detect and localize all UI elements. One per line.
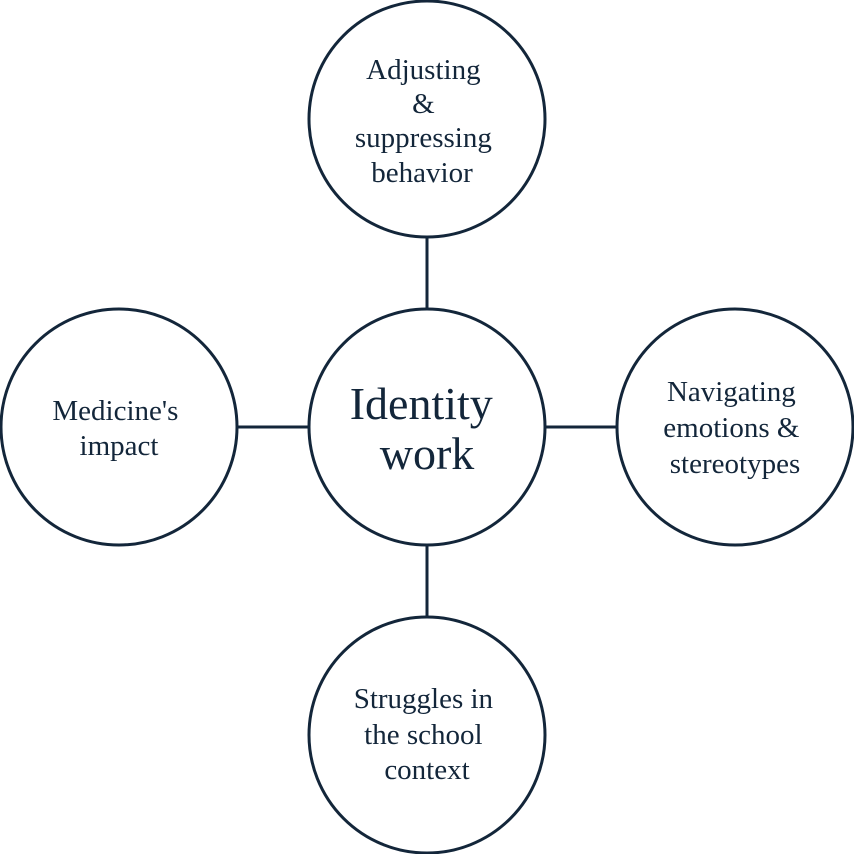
- right-label-line: stereotypes: [670, 448, 800, 480]
- top-label: Adjusting & suppressing behavior: [355, 54, 499, 189]
- center-label-line: work: [380, 428, 475, 479]
- top-label-line: Adjusting: [366, 54, 480, 86]
- right-label-line: emotions &: [663, 412, 800, 444]
- bottom-label-line: context: [384, 754, 469, 786]
- left-label-line: Medicine's: [52, 395, 178, 427]
- right-node: [615, 307, 854, 547]
- center-node: [307, 307, 547, 547]
- center-label-line: Identity: [350, 378, 493, 429]
- left-node: [0, 307, 239, 547]
- bottom-label-line: the school: [364, 719, 482, 751]
- left-label: Medicine's impact: [52, 395, 185, 462]
- center-label: Identity work: [350, 378, 505, 479]
- bottom-label-line: Struggles in: [354, 683, 494, 715]
- bottom-label: Struggles in the school context: [354, 683, 501, 786]
- top-label-line: suppressing: [355, 122, 492, 154]
- top-label-line: &: [412, 88, 435, 120]
- right-label: Navigating emotions & stereotypes: [663, 376, 806, 480]
- right-label-line: Navigating: [667, 376, 796, 408]
- top-node: [307, 0, 547, 239]
- bottom-node: [307, 615, 547, 854]
- top-label-line: behavior: [371, 157, 473, 189]
- left-label-line: impact: [80, 430, 159, 462]
